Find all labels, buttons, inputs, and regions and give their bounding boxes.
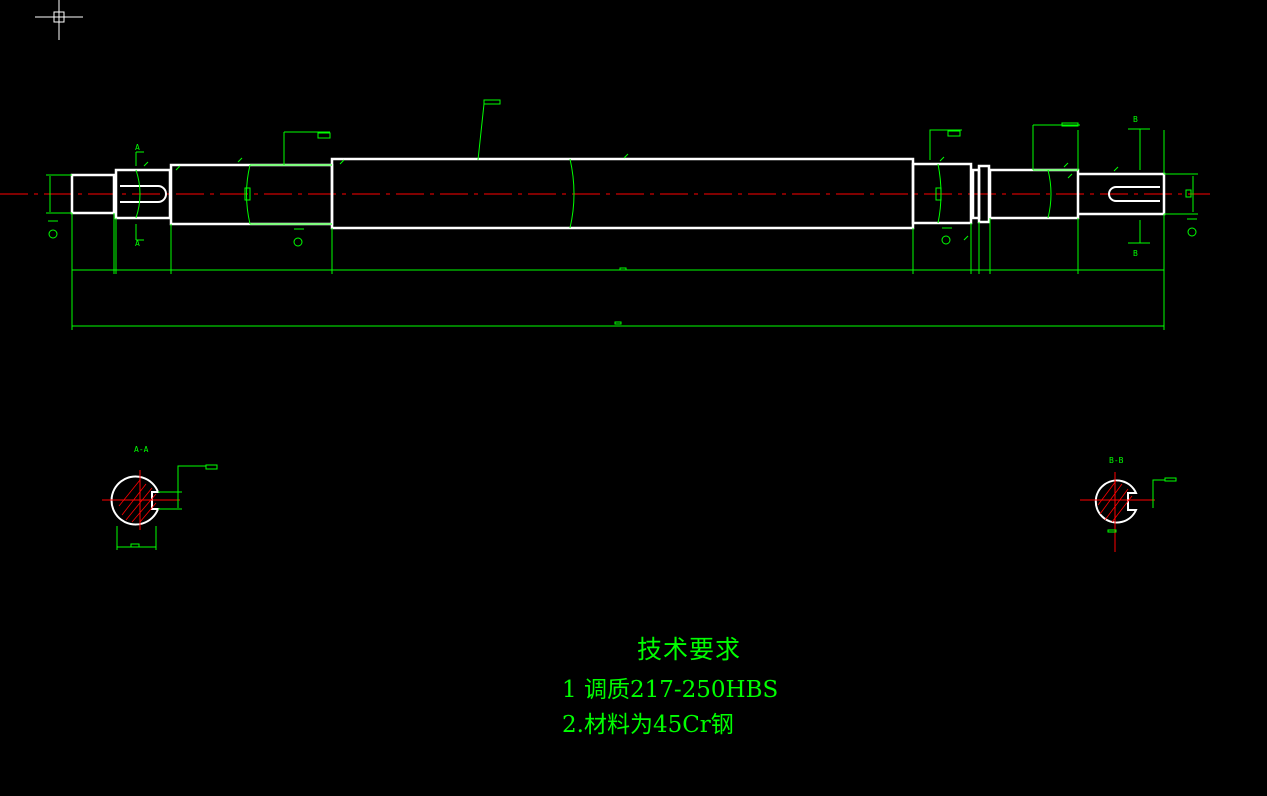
section-label-b-top: B bbox=[1133, 115, 1138, 124]
technical-requirements-title: 技术要求 bbox=[637, 635, 742, 664]
requirement-line-1: 1 调质217-250HBS bbox=[562, 677, 779, 703]
requirement-line-2: 2.材料为45Cr钢 bbox=[562, 712, 734, 738]
cursor-crosshair-icon bbox=[35, 0, 83, 40]
section-view-a-a: A-A bbox=[102, 445, 218, 550]
section-view-a-a-label: A-A bbox=[134, 445, 149, 454]
section-label-a-top: A bbox=[135, 143, 140, 152]
section-label-b-bottom: B bbox=[1133, 249, 1138, 258]
dimension-lines bbox=[46, 99, 1198, 330]
keyway-left bbox=[120, 185, 167, 203]
section-view-b-b: B-B bbox=[1080, 456, 1177, 552]
section-view-b-b-label: B-B bbox=[1109, 456, 1124, 465]
keyway-right bbox=[1108, 186, 1160, 202]
section-label-a-bottom: A bbox=[135, 239, 140, 248]
section-labels: A A B B bbox=[135, 115, 1138, 258]
